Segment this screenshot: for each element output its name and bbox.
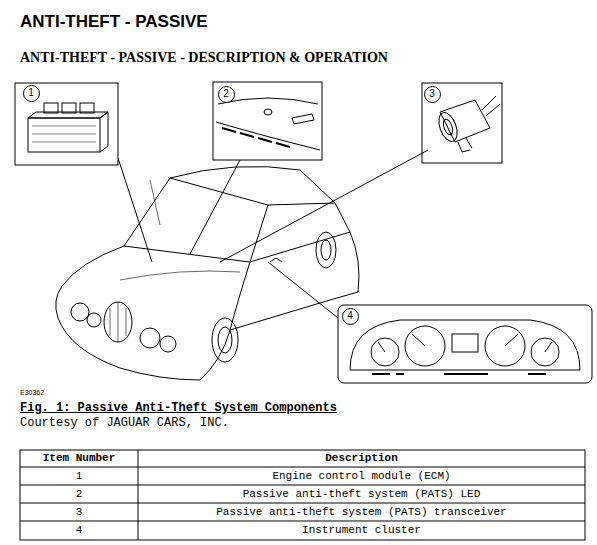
inset-frame <box>338 305 592 383</box>
ecm-connector <box>44 103 58 113</box>
ignition-core <box>442 118 455 136</box>
ecm-ribs <box>32 126 96 142</box>
callout-circle: 4 <box>342 308 359 325</box>
ecm-connector <box>80 103 94 113</box>
message-display <box>452 334 478 352</box>
ecm-side <box>100 112 108 152</box>
cluster-outline <box>350 320 580 370</box>
table-frame <box>20 450 585 540</box>
table-grid <box>20 450 585 540</box>
warning-lamps <box>372 373 546 375</box>
table-cell: 4 <box>20 524 138 537</box>
table-cell: Instrument cluster <box>138 524 585 537</box>
table-cell: Passive anti-theft system (PATS) transce… <box>138 506 585 519</box>
inset-frame <box>15 83 118 165</box>
table-cell: 2 <box>20 488 138 501</box>
page-title: ANTI-THEFT - PASSIVE <box>20 12 208 32</box>
figure-id: E30362 <box>20 389 44 397</box>
dash-vent <box>292 114 314 124</box>
pats-led <box>264 109 272 115</box>
table-cell: Passive anti-theft system (PATS) LED <box>138 488 585 501</box>
ecm-connector <box>62 103 76 113</box>
gauge-needles <box>378 334 552 352</box>
section-heading: ANTI-THEFT - PASSIVE - DESCRIPTION & OPE… <box>20 50 388 66</box>
callout-number: 1 <box>28 88 34 98</box>
credit-line: Courtesy of JAGUAR CARS, INC. <box>20 417 229 431</box>
callout-circle: 2 <box>218 86 235 103</box>
transceiver-body <box>440 100 490 142</box>
transceiver-lead <box>482 96 500 116</box>
ecm-body <box>28 118 100 152</box>
inset-frame <box>422 83 502 163</box>
dash-line <box>216 122 320 150</box>
leader-line <box>190 160 240 254</box>
table-cell: 1 <box>20 470 138 483</box>
figure-caption: Fig. 1: Passive Anti-Theft System Compon… <box>20 402 337 416</box>
callout-number: 3 <box>429 89 435 99</box>
car-drawing <box>56 166 359 380</box>
callout-number: 4 <box>347 311 353 321</box>
table-header: Description <box>138 452 585 465</box>
transceiver-connector <box>458 138 472 152</box>
ignition-ring <box>435 110 460 144</box>
inset-frame <box>213 82 322 160</box>
callout-circle: 1 <box>23 85 40 102</box>
table-cell: 3 <box>20 506 138 519</box>
table-cell: Engine control module (ECM) <box>138 470 585 483</box>
table-header: Item Number <box>20 452 138 465</box>
dash-slots <box>222 128 290 147</box>
callout-circle: 3 <box>424 86 441 103</box>
leader-line <box>268 262 338 318</box>
callout-number: 2 <box>223 89 229 99</box>
